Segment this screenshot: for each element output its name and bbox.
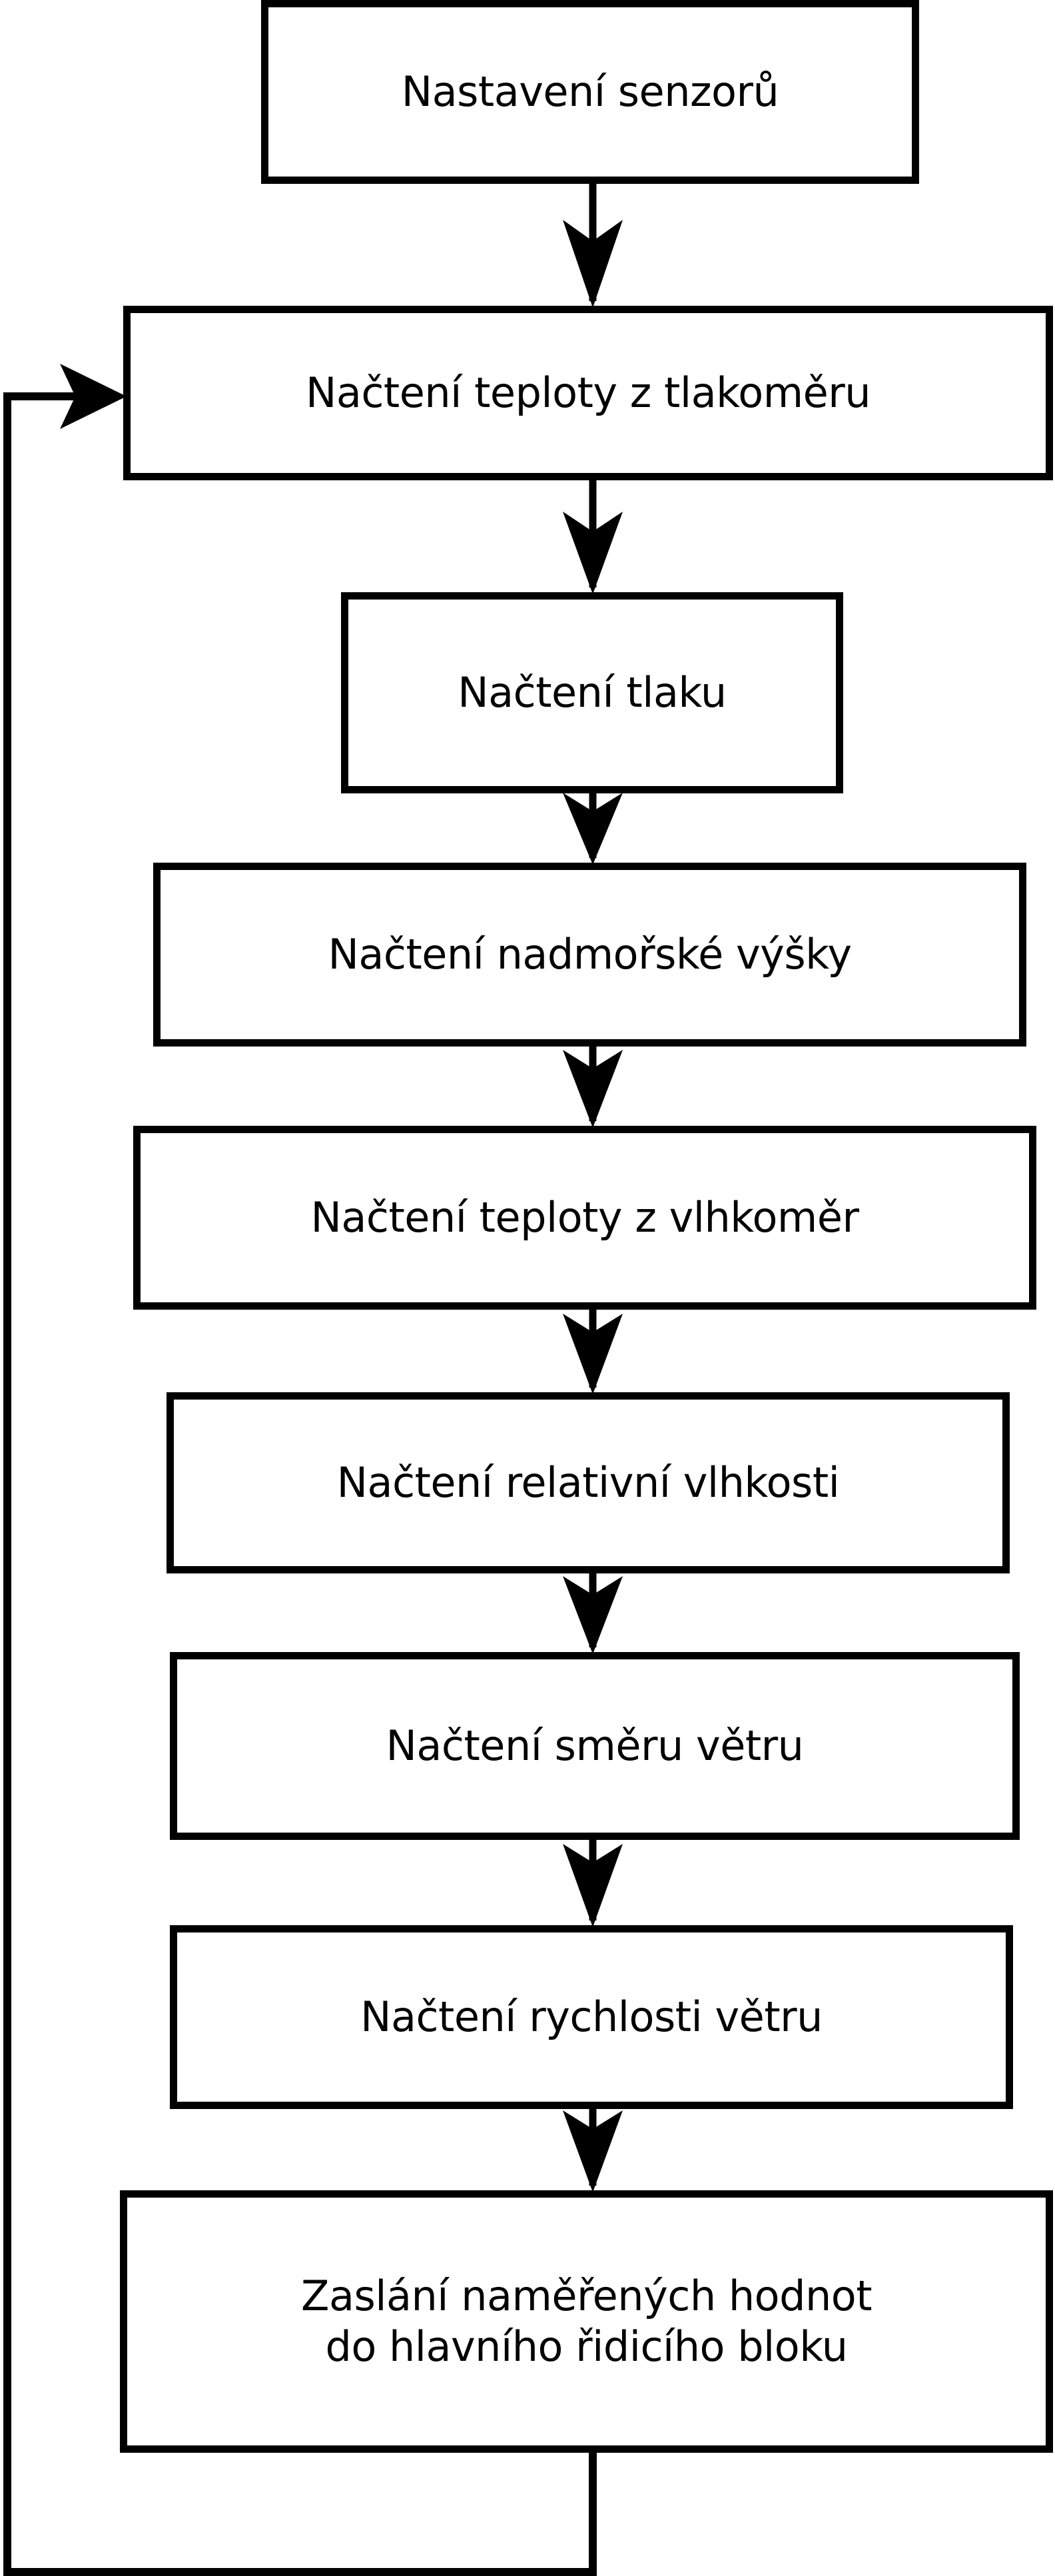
flow-node-label: Načtení směru větru — [386, 1721, 804, 1771]
flow-node-label: Zaslání naměřených hodnot do hlavního ři… — [300, 2272, 873, 2371]
flow-node-nastaveni-senzoru[interactable]: Nastavení senzorů — [261, 0, 919, 184]
edge-n5-n6 — [563, 1310, 623, 1394]
flow-node-label: Načtení relativní vlhkosti — [336, 1458, 840, 1507]
flow-node-label: Načtení rychlosti větru — [360, 1992, 823, 2042]
flow-node-nacteni-nadmorske-vysky[interactable]: Načtení nadmořské výšky — [153, 863, 1026, 1047]
flow-node-label: Nastavení senzorů — [401, 67, 779, 117]
edge-n8-n9 — [563, 2109, 623, 2192]
flow-node-label: Načtení teploty z vlhkoměr — [310, 1193, 859, 1242]
edge-n6-n7 — [563, 1573, 623, 1654]
flow-node-label: Načtení tlaku — [458, 668, 727, 717]
edge-n9-n2-loopback — [3, 364, 597, 2576]
flow-node-label: Načtení nadmořské výšky — [328, 930, 852, 979]
edge-n2-n3 — [563, 480, 623, 594]
edge-n1-n2 — [563, 184, 623, 308]
edge-n3-n4 — [563, 793, 623, 865]
edge-n4-n5 — [563, 1047, 623, 1128]
flow-node-nacteni-smeru-vetru[interactable]: Načtení směru větru — [170, 1652, 1020, 1840]
flow-node-nacteni-teploty-z-tlakomeru[interactable]: Načtení teploty z tlakoměru — [123, 306, 1053, 480]
flow-node-label: Načtení teploty z tlakoměru — [305, 368, 871, 418]
flow-node-nacteni-relativni-vlhkosti[interactable]: Načtení relativní vlhkosti — [167, 1392, 1010, 1573]
flow-node-nacteni-tlaku[interactable]: Načtení tlaku — [341, 592, 843, 793]
edge-n7-n8 — [563, 1840, 623, 1927]
flow-node-nacteni-rychlosti-vetru[interactable]: Načtení rychlosti větru — [170, 1925, 1013, 2109]
flow-node-zaslani-namerenych-hodnot[interactable]: Zaslání naměřených hodnot do hlavního ři… — [120, 2190, 1053, 2453]
flow-node-nacteni-teploty-z-vlhkomeru[interactable]: Načtení teploty z vlhkoměr — [133, 1126, 1036, 1310]
